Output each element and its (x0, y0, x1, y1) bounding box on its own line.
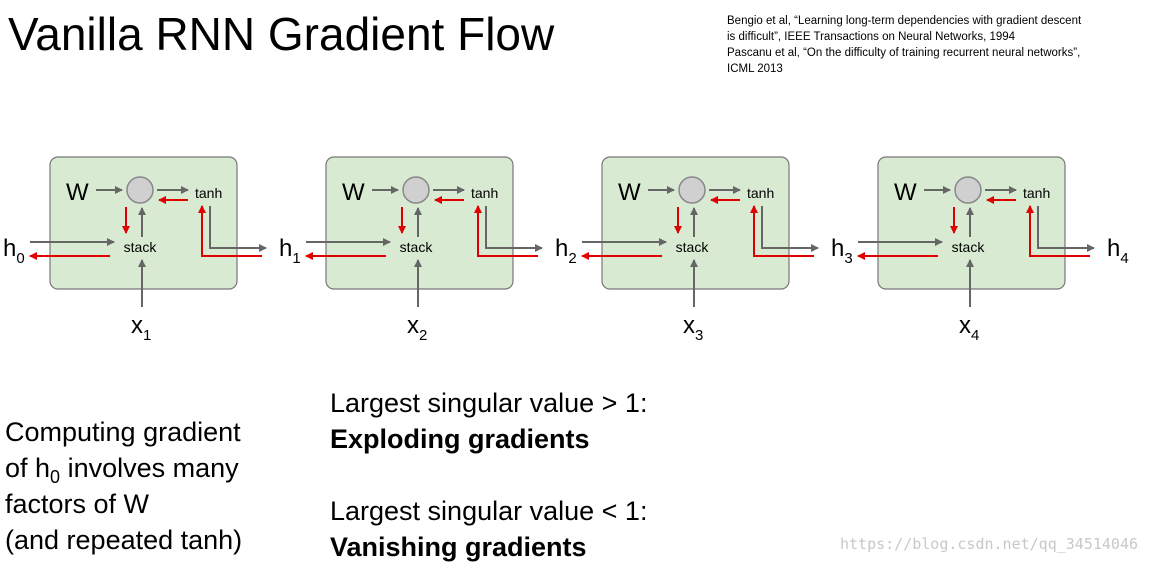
hidden-state-label: h3 (831, 235, 853, 267)
weight-label: W (342, 179, 365, 206)
case-result: Exploding gradients (330, 424, 590, 454)
hidden-state-label: h4 (1107, 235, 1129, 267)
slide-title: Vanilla RNN Gradient Flow (8, 8, 555, 60)
case-condition: Largest singular value > 1: (330, 388, 648, 418)
hnext-grad-arrow (198, 205, 262, 257)
input-label: x4 (959, 312, 979, 344)
weight-label: W (894, 179, 917, 206)
tanh-label: tanh (747, 185, 774, 201)
singular-value-cases: Largest singular value > 1: Exploding gr… (330, 385, 647, 565)
reference-line: Pascanu et al, “On the difficulty of tra… (727, 47, 1081, 59)
tanh-label: tanh (1023, 185, 1050, 201)
note-line: factors of W (5, 489, 150, 519)
stack-label: stack (400, 239, 434, 255)
weight-label: W (66, 179, 89, 206)
hidden-state-label: h1 (279, 235, 301, 267)
hnext-grad-arrow (474, 205, 538, 257)
matmul-node (678, 176, 706, 204)
matmul-node (954, 176, 982, 204)
tanh-to-hnext-arrow (209, 206, 267, 252)
case-result: Vanishing gradients (330, 532, 587, 562)
tanh-label: tanh (195, 185, 222, 201)
tanh-label: tanh (471, 185, 498, 201)
hnext-grad-arrow (750, 205, 814, 257)
hidden-state-label: h0 (3, 235, 25, 267)
case-condition: Largest singular value < 1: (330, 496, 648, 526)
matmul-node (126, 176, 154, 204)
tanh-to-hnext-arrow (1037, 206, 1095, 252)
note-line: Computing gradient (5, 417, 241, 447)
note-text: of h (5, 453, 51, 483)
reference-line: ICML 2013 (727, 63, 783, 75)
matmul-node (402, 176, 430, 204)
gradient-note: Computing gradient of h0 involves many f… (5, 414, 242, 558)
note-subscript: 0 (50, 467, 61, 487)
stack-label: stack (676, 239, 710, 255)
case-exploding: Largest singular value > 1: Exploding gr… (330, 385, 647, 457)
note-text: involves many (60, 453, 239, 483)
references: Bengio et al, “Learning long-term depend… (727, 13, 1147, 77)
tanh-to-hnext-arrow (761, 206, 819, 252)
hidden-state-label: h2 (555, 235, 577, 267)
stack-label: stack (124, 239, 158, 255)
weight-label: W (618, 179, 641, 206)
hnext-grad-arrow (1026, 205, 1090, 257)
case-vanishing: Largest singular value < 1: Vanishing gr… (330, 493, 647, 565)
reference-line: is difficult”, IEEE Transactions on Neur… (727, 31, 1016, 43)
input-label: x3 (683, 312, 703, 344)
input-label: x1 (131, 312, 151, 344)
watermark: https://blog.csdn.net/qq_34514046 (839, 535, 1138, 553)
note-line: of h0 involves many (5, 450, 242, 486)
stack-label: stack (952, 239, 986, 255)
reference-line: Bengio et al, “Learning long-term depend… (727, 15, 1082, 27)
input-label: x2 (407, 312, 427, 344)
tanh-to-hnext-arrow (485, 206, 543, 252)
note-line: (and repeated tanh) (5, 525, 243, 555)
